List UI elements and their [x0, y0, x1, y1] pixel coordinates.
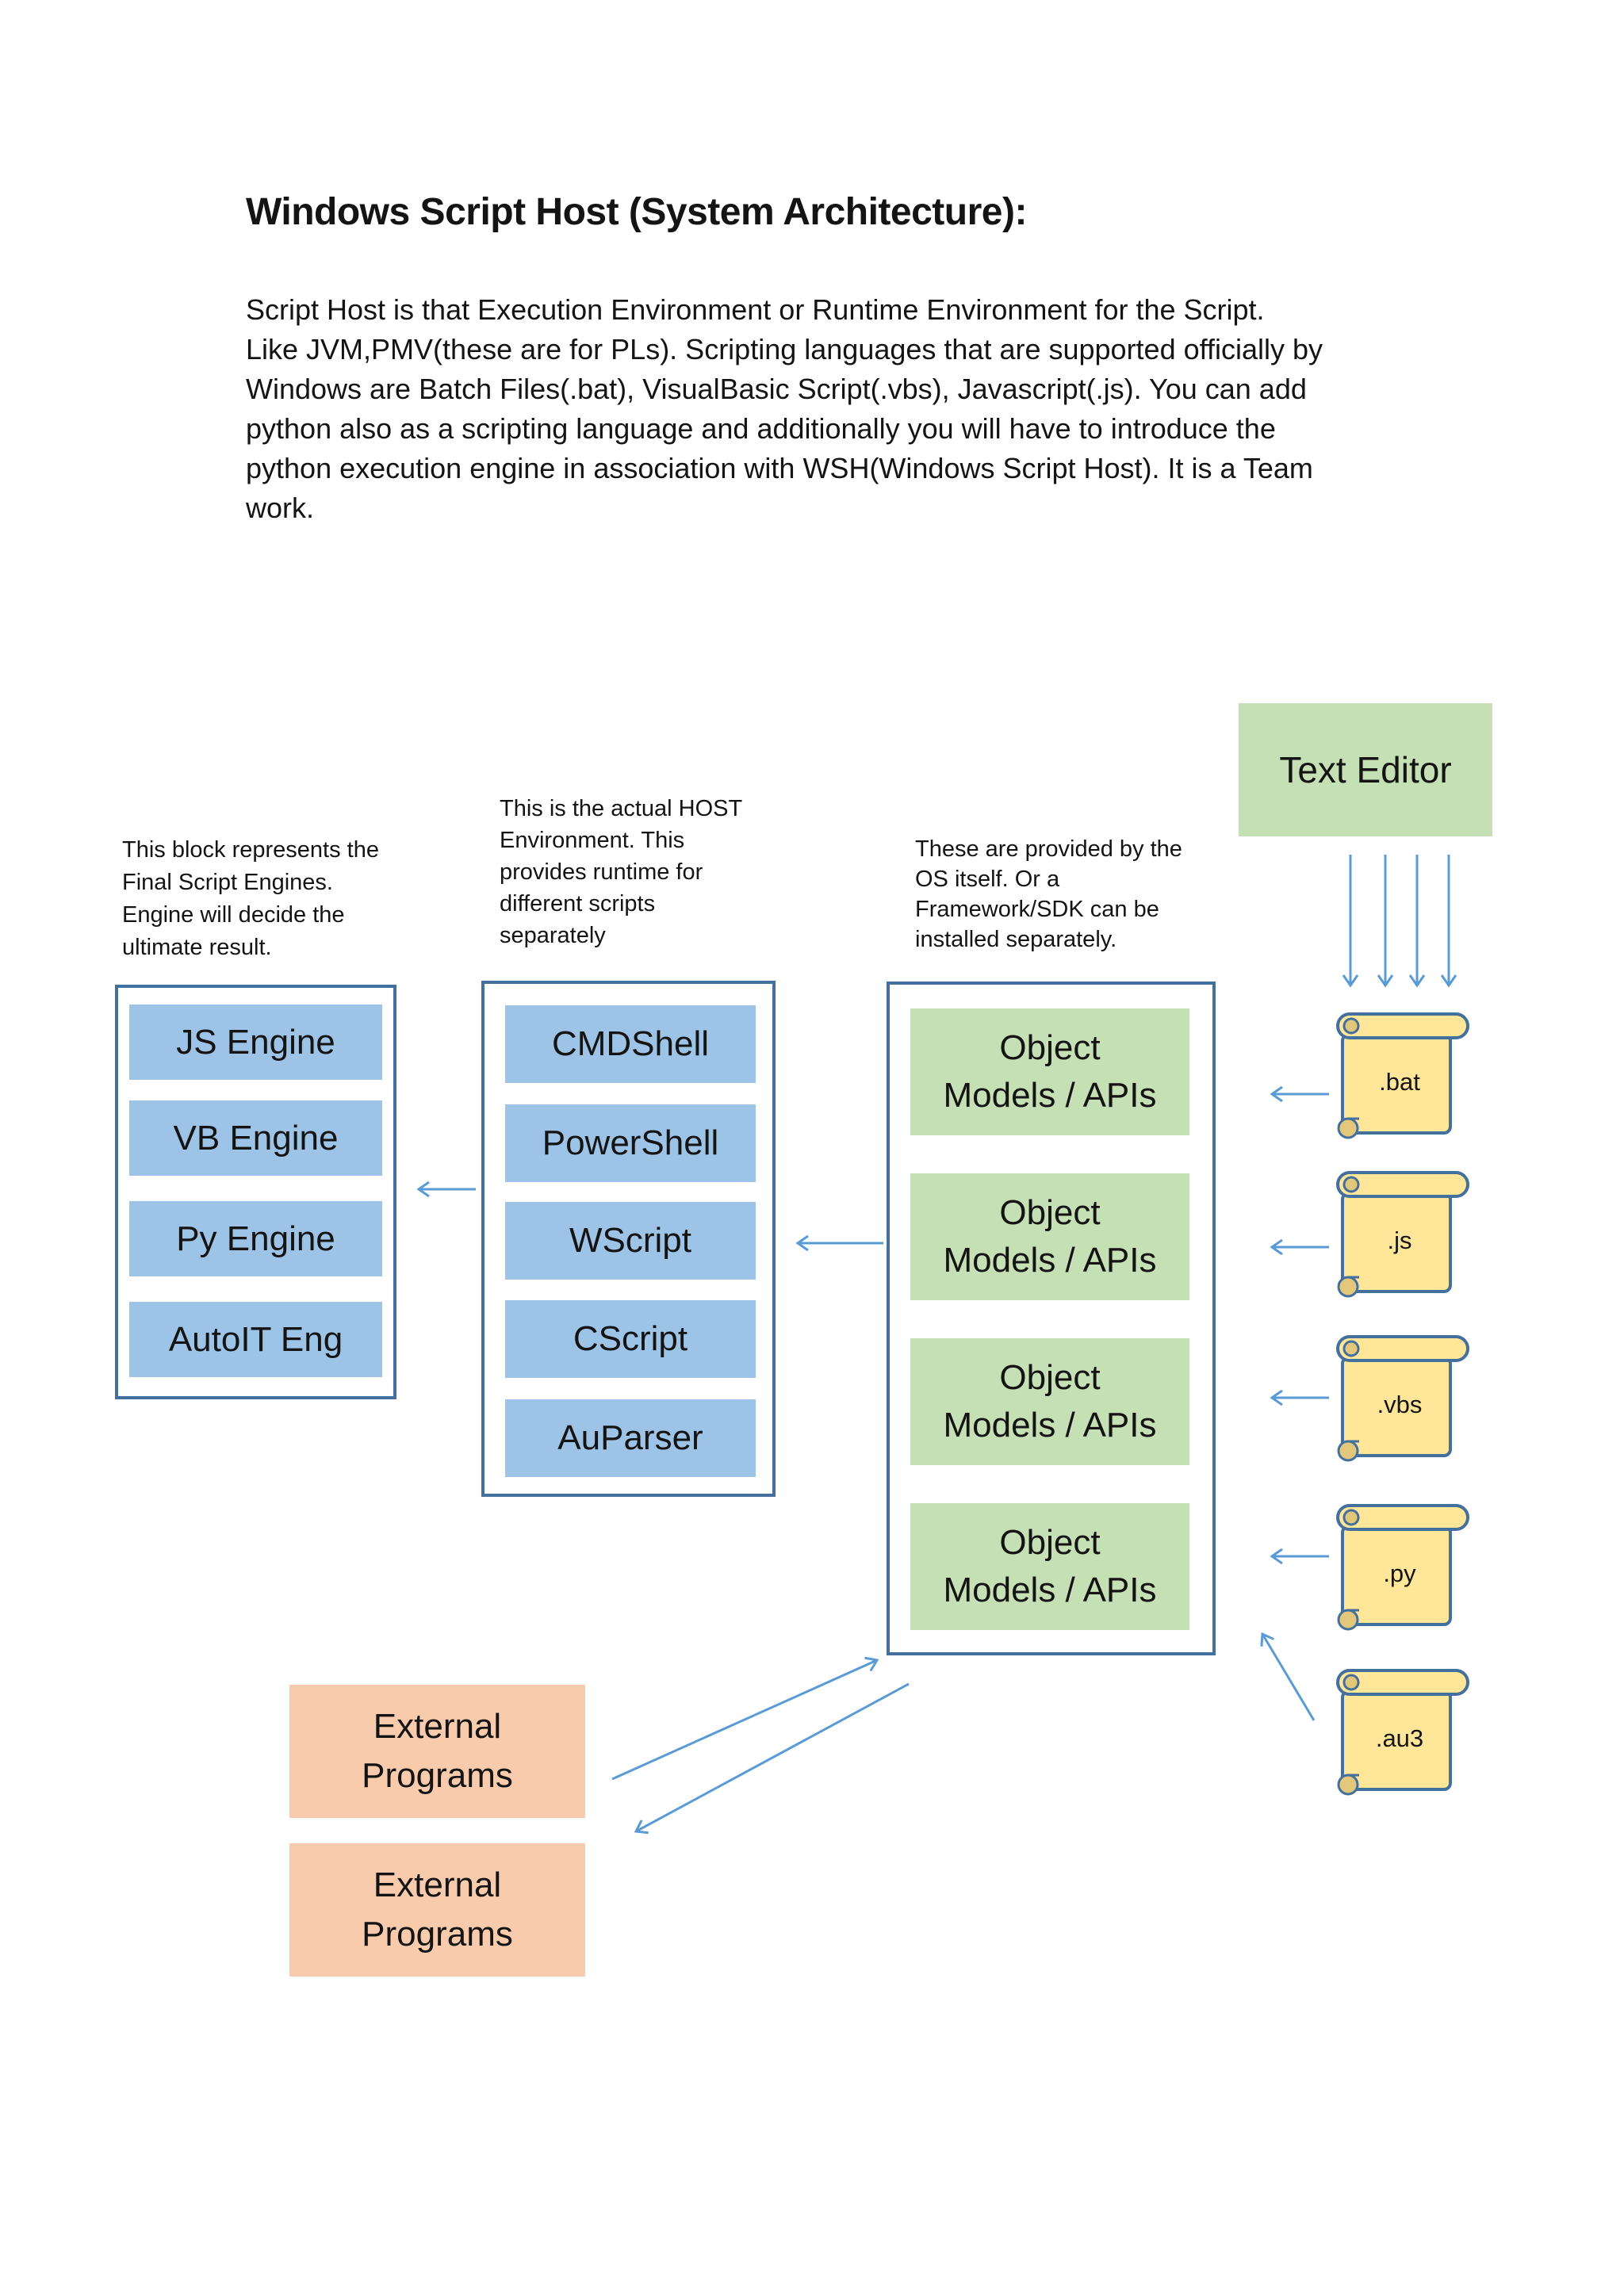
arrow-au3-to-models [1262, 1634, 1316, 1721]
scroll-label: .vbs [1377, 1391, 1423, 1418]
annotation-host-environment: This is the actual HOST Environment. Thi… [500, 796, 743, 948]
host-box-wscript: WScript [505, 1202, 756, 1280]
engine-box-autoit: AutoIT Eng [129, 1302, 382, 1377]
annotation-os-apis: These are provided by the OS itself. Or … [915, 836, 1182, 952]
script-file-au3: .au3 [1335, 1667, 1471, 1800]
engine-box-py: Py Engine [129, 1201, 382, 1276]
scroll-label: .au3 [1375, 1724, 1424, 1752]
script-file-vbs: .vbs [1335, 1334, 1471, 1467]
intro-paragraph: Script Host is that Execution Environmen… [246, 293, 1323, 524]
scroll-shape-icon [1336, 1504, 1469, 1631]
script-file-bat: .bat [1335, 1011, 1471, 1144]
scroll-shape-icon [1336, 1012, 1469, 1139]
scroll-shape-icon [1336, 1335, 1469, 1462]
annotation-final-script-engines: This block represents the Final Script E… [122, 837, 379, 960]
script-file-py: .py [1335, 1502, 1471, 1636]
scroll-label: .js [1387, 1226, 1412, 1254]
arrow-external-to-models [611, 1660, 877, 1781]
script-file-js: .js [1335, 1169, 1471, 1303]
object-models-box-1: Object Models / APIs [910, 1008, 1189, 1135]
host-box-powershell: PowerShell [505, 1104, 756, 1182]
object-models-box-4: Object Models / APIs [910, 1503, 1189, 1630]
object-models-box-2: Object Models / APIs [910, 1173, 1189, 1300]
scroll-shape-icon [1336, 1171, 1469, 1298]
page-title: Windows Script Host (System Architecture… [246, 191, 1027, 233]
external-programs-box-1: External Programs [289, 1685, 585, 1818]
scroll-shape-icon [1336, 1669, 1469, 1796]
host-box-auparser: AuParser [505, 1399, 756, 1477]
scroll-label: .py [1383, 1559, 1416, 1587]
object-models-box-3: Object Models / APIs [910, 1338, 1189, 1465]
external-programs-box-2: External Programs [289, 1843, 585, 1976]
host-box-cscript: CScript [505, 1300, 756, 1378]
scroll-label: .bat [1379, 1068, 1420, 1096]
engine-box-vb: VB Engine [129, 1100, 382, 1176]
engine-box-js: JS Engine [129, 1004, 382, 1080]
host-box-cmdshell: CMDShell [505, 1005, 756, 1083]
arrow-models-to-external [636, 1682, 910, 1831]
text-editor-box: Text Editor [1239, 703, 1492, 836]
